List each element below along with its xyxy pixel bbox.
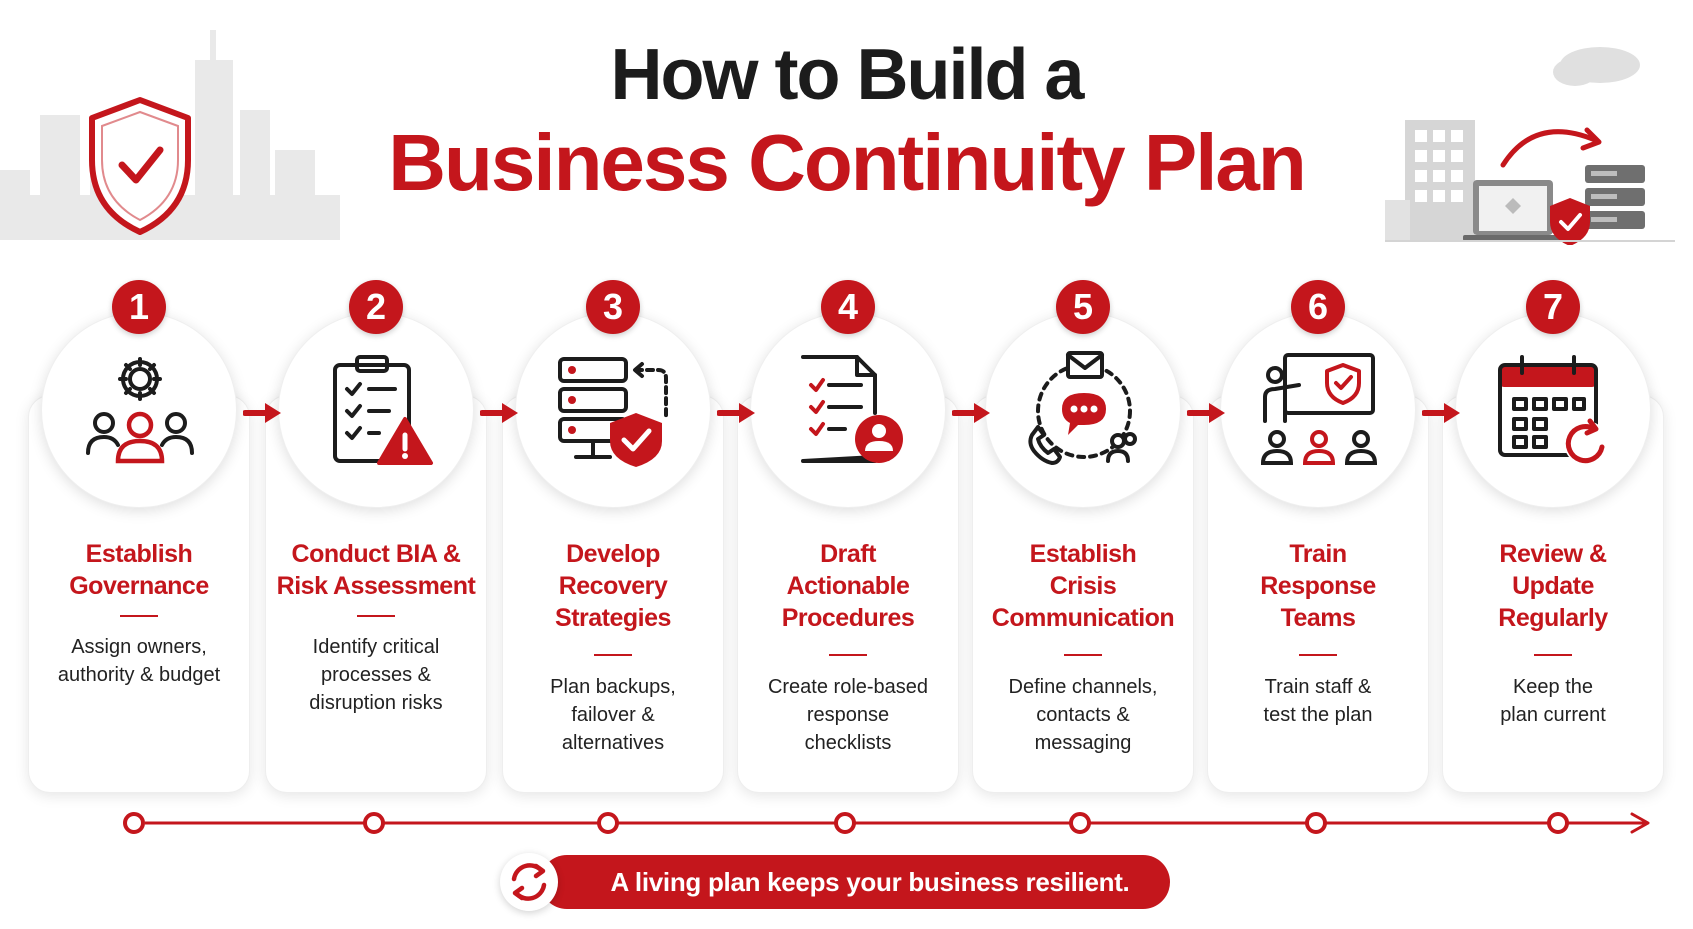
step-number-badge: 3 [586, 280, 640, 334]
step-divider [120, 615, 158, 617]
step-description: Assign owners,authority & budget [57, 636, 221, 686]
training-presentation-icon [1260, 353, 1378, 465]
step-description: Train staff &test the plan [1263, 676, 1373, 726]
clipboard-warning-icon [333, 355, 433, 465]
step-divider [1299, 654, 1337, 656]
step-divider [1064, 654, 1102, 656]
step-icon-circle [1220, 312, 1416, 508]
step-description: Plan backups,failover &alternatives [550, 676, 676, 754]
step-icon-circle [750, 312, 946, 508]
flow-arrow-icon [1422, 403, 1460, 423]
step-icon-circle [1455, 312, 1651, 508]
step-divider [594, 654, 632, 656]
footer-banner: A living plan keeps your business resili… [500, 853, 1170, 911]
banner-icon-circle [500, 853, 558, 911]
flow-arrow-icon [480, 403, 518, 423]
flow-arrow-icon [243, 403, 281, 423]
timeline-node-1 [123, 812, 145, 834]
step-icon-circle [985, 312, 1181, 508]
sync-arrows-icon [1500, 127, 1602, 168]
step-divider [1534, 654, 1572, 656]
building-icon [1385, 120, 1475, 240]
page-title-line1: How to Build a [610, 35, 1085, 115]
timeline-node-5 [1069, 812, 1091, 834]
step-number-badge: 4 [821, 280, 875, 334]
step-card-2: 2 Conduct BIA &Risk Assessment Identify … [265, 280, 487, 793]
step-icon-circle [41, 312, 237, 508]
server-shield-icon [558, 357, 668, 467]
page-title-line2: Business Continuity Plan [388, 118, 1307, 207]
timeline-node-2 [363, 812, 385, 834]
shield-check-icon [1550, 198, 1590, 245]
timeline-node-3 [597, 812, 619, 834]
timeline-node-4 [834, 812, 856, 834]
step-icon-circle [515, 312, 711, 508]
step-divider [357, 615, 395, 617]
laptop-icon [1463, 180, 1563, 241]
step-title: Conduct BIA &Risk Assessment [276, 540, 476, 600]
flow-arrow-icon [717, 403, 755, 423]
server-rack-icon [1585, 165, 1645, 229]
timeline-track [123, 812, 1650, 834]
flow-arrow-icon [1187, 403, 1225, 423]
checklist-user-icon [801, 355, 903, 463]
step-description: Define channels,contacts &messaging [1008, 676, 1158, 754]
city-skyline-shield-illustration [0, 30, 340, 240]
timeline-node-7 [1547, 812, 1569, 834]
shield-check-icon [89, 97, 191, 235]
step-number-badge: 1 [112, 280, 166, 334]
flow-arrow-icon [952, 403, 990, 423]
step-icon-circle [278, 312, 474, 508]
step-number-badge: 6 [1291, 280, 1345, 334]
banner-pill [540, 855, 1170, 909]
banner-text: A living plan keeps your business resili… [610, 867, 1130, 897]
gear-team-icon [86, 357, 194, 464]
timeline-node-6 [1305, 812, 1327, 834]
step-number-badge: 5 [1056, 280, 1110, 334]
step-number-badge: 7 [1526, 280, 1580, 334]
refresh-cycle-icon [511, 863, 547, 901]
office-laptop-server-illustration [1385, 47, 1675, 245]
step-number-badge: 2 [349, 280, 403, 334]
communication-cycle-icon [1028, 351, 1137, 465]
step-divider [829, 654, 867, 656]
calendar-refresh-icon [1498, 355, 1608, 465]
